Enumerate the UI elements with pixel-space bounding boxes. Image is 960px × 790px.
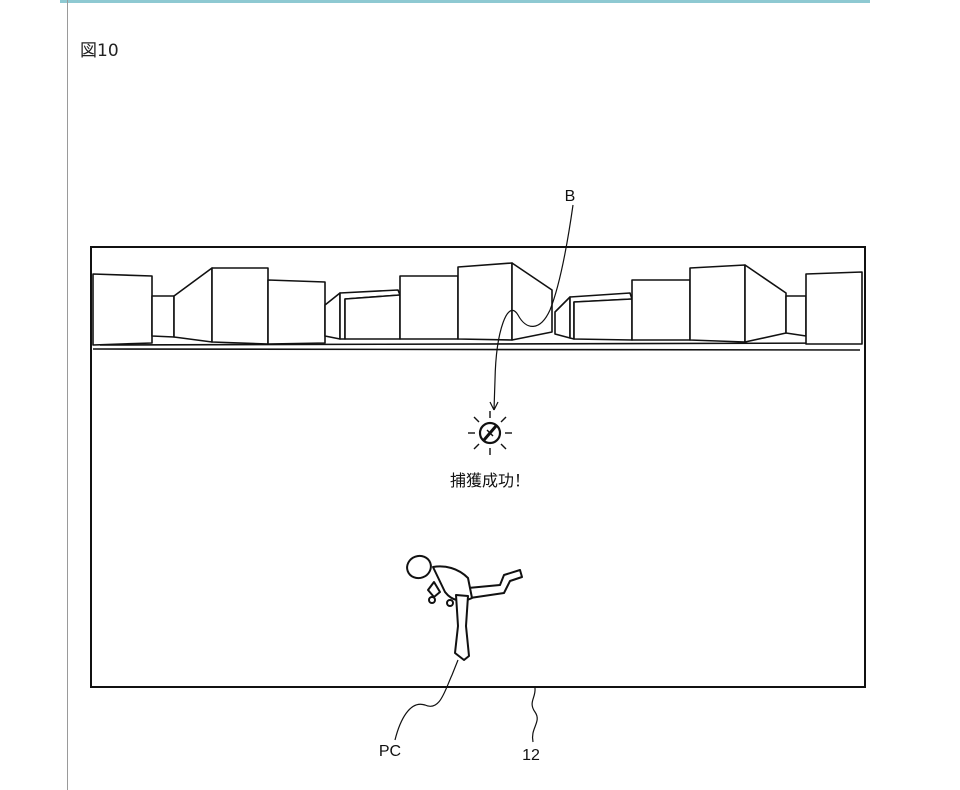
leader-lines bbox=[394, 204, 574, 743]
display-leader-line bbox=[531, 687, 538, 743]
reference-label-ball: B bbox=[565, 188, 576, 205]
left-margin-rule bbox=[67, 0, 68, 790]
city-skyline bbox=[92, 262, 863, 351]
reference-label-display: 12 bbox=[522, 747, 540, 764]
ball-leader-arrowhead bbox=[489, 401, 499, 411]
figure-label: 図10 bbox=[80, 41, 119, 61]
reference-label-player-character: PC bbox=[379, 743, 401, 760]
top-rule bbox=[60, 0, 870, 3]
ball-leader-line bbox=[493, 204, 574, 411]
capture-ball-icon bbox=[468, 411, 512, 455]
pc-leader-line bbox=[394, 659, 459, 741]
player-character bbox=[406, 554, 523, 661]
capture-success-message: 捕獲成功！ bbox=[450, 471, 530, 490]
